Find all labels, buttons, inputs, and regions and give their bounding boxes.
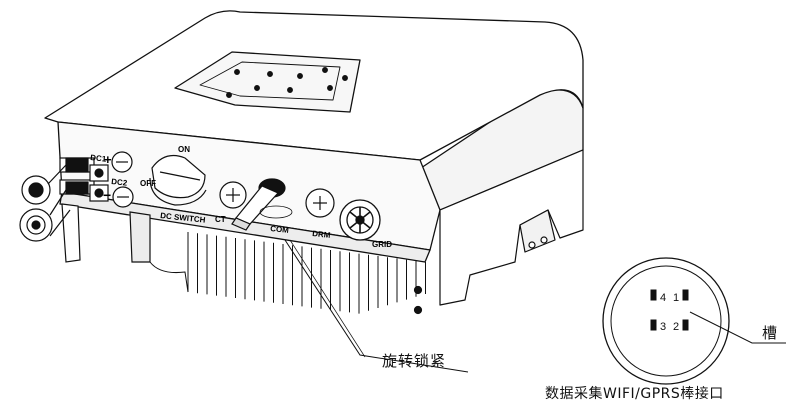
grid-connector [339, 199, 381, 241]
label-drm: DRM [312, 229, 331, 240]
rotate-lock-caption: 旋转锁紧 [382, 352, 447, 370]
pin-1-label: 1 [673, 292, 679, 304]
pin-2-slot [682, 319, 689, 331]
display-bezel [174, 51, 361, 113]
drm-port-cap [305, 188, 335, 218]
pin-4-slot [650, 289, 657, 301]
com-port-stick [231, 178, 293, 231]
label-grid: GRID [372, 240, 392, 249]
label-ct: CT [215, 215, 226, 224]
pin-3-label: 3 [660, 321, 666, 333]
fan-housing [149, 261, 189, 293]
ct-port-cap [219, 181, 247, 209]
label-com: COM [270, 224, 290, 235]
label-dc2: DC2 [111, 177, 128, 188]
groove-leader [689, 311, 786, 344]
minus-sign: − [103, 187, 111, 203]
left-bracket [61, 203, 151, 263]
pin-4-label: 4 [660, 292, 666, 304]
rotate-lock-leader [284, 239, 469, 373]
pin-3-slot [650, 319, 657, 331]
label-dc1: DC1 [90, 153, 107, 164]
dc-switch-knob [149, 155, 207, 206]
label-off: OFF [140, 179, 156, 188]
label-on: ON [178, 145, 190, 154]
plus-sign: + [104, 152, 112, 167]
dc-polarity-caps [111, 151, 134, 208]
heat-sink [149, 232, 426, 314]
mounting-bracket [413, 149, 584, 315]
dc-connectors [19, 157, 109, 242]
data-port-caption: 数据采集WIFI/GPRS棒接口 [545, 386, 724, 402]
connector-detail [602, 257, 730, 385]
pin-2-label: 2 [673, 321, 679, 333]
pin-1-slot [682, 289, 689, 301]
groove-caption: 槽 [762, 324, 779, 342]
